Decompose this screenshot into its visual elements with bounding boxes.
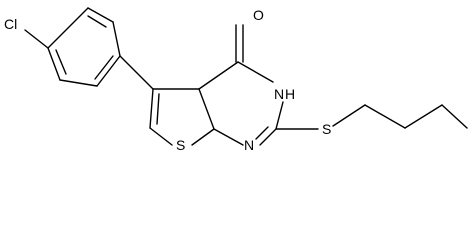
bond-c6-c1-inner	[55, 49, 67, 75]
butyl-chain	[332, 104, 468, 129]
bond-t3-s	[191, 128, 215, 146]
bond-t5-t1	[149, 88, 154, 129]
bond-n-p6	[213, 128, 244, 146]
bond-c2-c3-inner	[87, 15, 107, 28]
bond-p4-n-inner	[255, 126, 269, 140]
bond-p4-n	[259, 128, 277, 146]
bond-c1-cl	[24, 29, 49, 49]
bond-c2-c3	[87, 7, 114, 23]
bond-s-ch2a	[332, 104, 366, 127]
bond-ch2a-ch2b	[364, 104, 406, 129]
bond-s-t5	[149, 127, 173, 146]
bond-ch2c-ch3	[441, 104, 468, 129]
thioether-sulfur-label: S	[322, 121, 331, 137]
bond-c6-c1	[47, 47, 61, 81]
bond-p1-p2	[198, 61, 239, 90]
molecule-structure: Cl S O H N S N	[4, 7, 468, 153]
bond-t2-t3	[198, 88, 215, 130]
bond-c4-c5	[96, 55, 121, 87]
bond-nh-p4	[275, 101, 284, 130]
bond-c5-c6	[59, 79, 98, 87]
nh-hydrogen-label: H	[285, 86, 295, 102]
oxygen-atom-label: O	[253, 7, 264, 23]
chlorophenyl-ring	[47, 7, 121, 87]
bond-phenyl-thiophene	[119, 55, 154, 90]
bond-t5-t1-inner	[156, 93, 160, 125]
thiophene-sulfur-label: S	[176, 137, 185, 153]
pyrimidinone-ring	[198, 61, 284, 146]
bond-c4-c5-inner	[94, 55, 114, 80]
bond-ch2b-ch2c	[404, 104, 443, 129]
ring-nitrogen-label: N	[244, 137, 254, 153]
chlorine-atom-label: Cl	[4, 16, 17, 32]
bond-c3-c4	[112, 21, 121, 57]
upper-nitrogen-label: N	[274, 86, 284, 102]
bond-p2-nh	[237, 61, 274, 83]
bond-c1-c2	[47, 7, 89, 49]
thiophene-ring	[149, 88, 215, 146]
